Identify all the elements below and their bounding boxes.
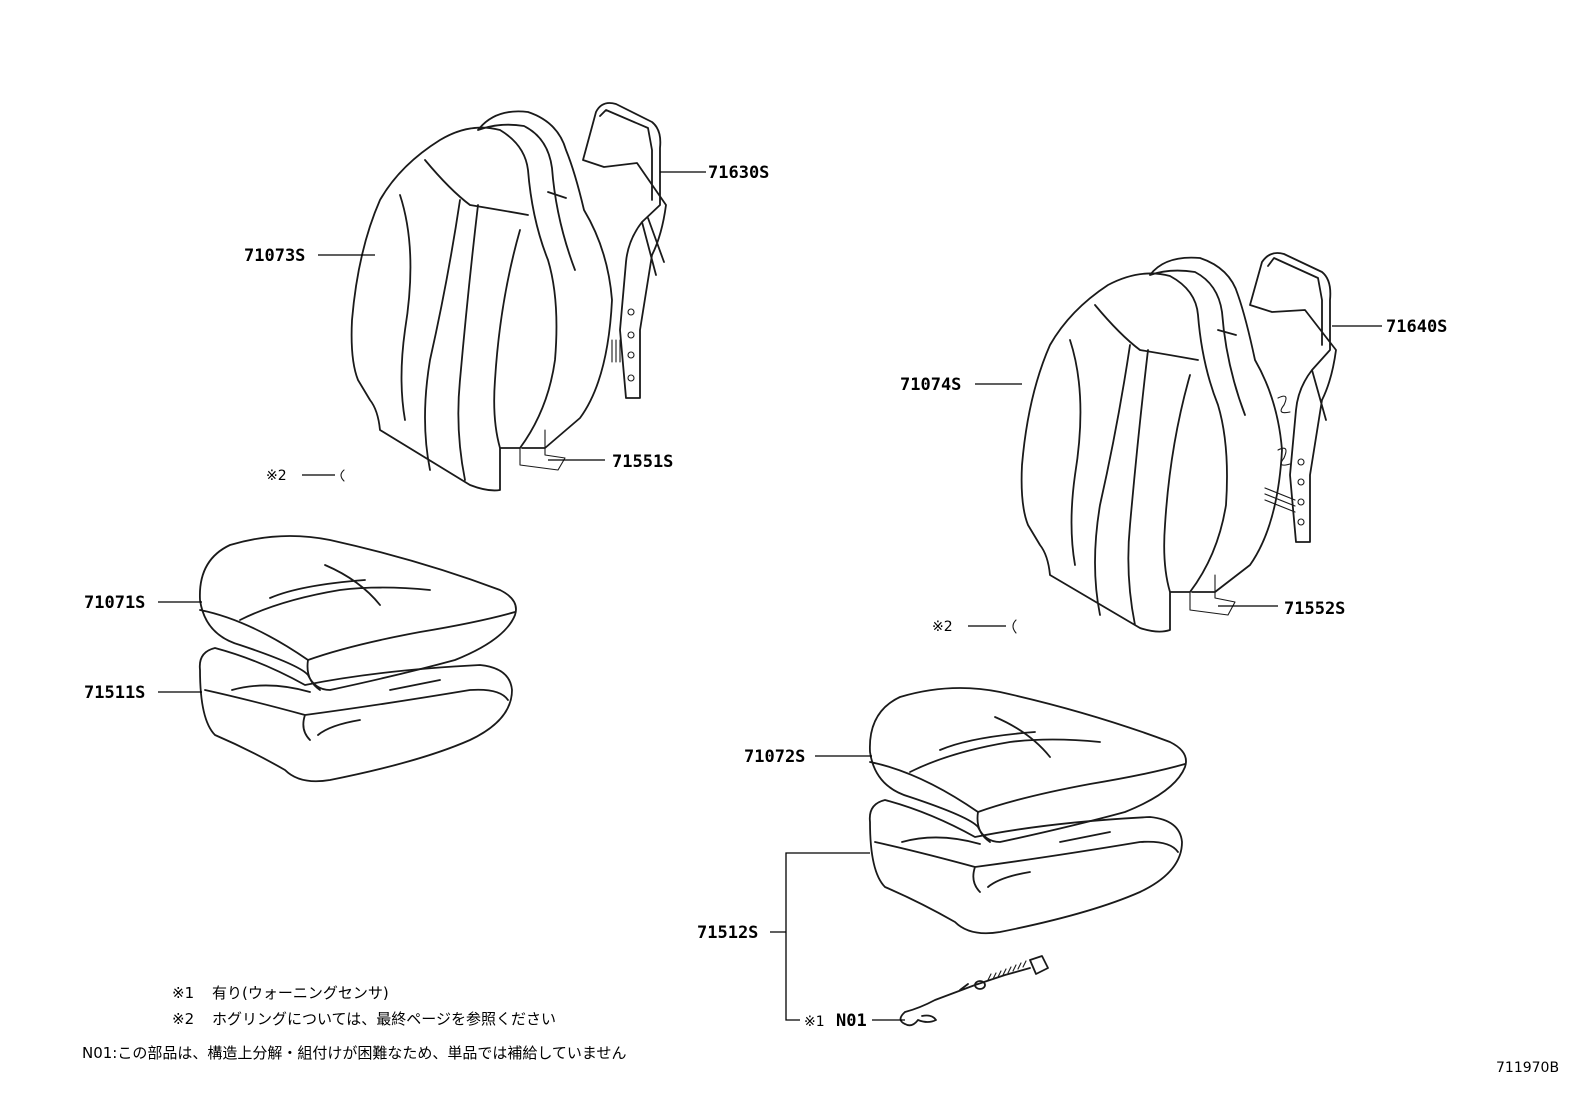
label-71071S: 71071S	[84, 593, 145, 613]
note2-text: ホグリングについては、最終ページを参照ください	[212, 1010, 556, 1028]
ref2-marker-left: ※2	[266, 468, 287, 484]
ref2-marker-right: ※2	[932, 619, 953, 635]
right-seatback-cover	[1020, 272, 1228, 633]
note3-text: N01:この部品は、構造上分解・組付けが困難なため、単品では補給していません	[82, 1044, 626, 1062]
label-71551S: 71551S	[612, 452, 673, 472]
right-frame-holes	[1264, 395, 1305, 526]
left-seatback-pad	[477, 110, 613, 449]
diagram-code: 711970B	[1496, 1060, 1559, 1076]
right-seatback-assembly	[1020, 252, 1337, 633]
right-cushion-cover	[869, 687, 1187, 843]
left-hinge-bracket	[519, 429, 566, 471]
label-71074S: 71074S	[900, 375, 961, 395]
label-71511S: 71511S	[84, 683, 145, 703]
n01-harness	[899, 955, 1049, 1027]
ref1-marker: ※1	[804, 1014, 825, 1030]
note1-mark: ※1	[172, 984, 194, 1002]
right-cushion-assembly	[868, 687, 1187, 1027]
left-cushion-cover	[199, 535, 517, 691]
n01-harness-coil	[987, 960, 1027, 981]
label-71512S: 71512S	[697, 923, 758, 943]
hog-ring-right-icon	[1012, 619, 1017, 634]
left-cushion-assembly	[198, 535, 517, 783]
right-seatback-frame	[1249, 252, 1337, 543]
left-frame-holes	[611, 308, 635, 382]
label-71630S: 71630S	[708, 163, 769, 183]
label-N01: N01	[836, 1011, 867, 1031]
left-cushion-pad	[198, 647, 513, 783]
left-seatback-frame	[582, 102, 667, 399]
left-seatback-assembly	[350, 102, 667, 492]
label-71073S: 71073S	[244, 246, 305, 266]
right-seatback-pad	[1149, 256, 1283, 593]
leader-lines	[158, 171, 1382, 1021]
part-labels: 71630S 71073S 71551S 71640S 71074S 71552…	[84, 163, 1447, 1031]
leader-71512S	[770, 852, 870, 1021]
notes: ※1 有り(ウォーニングセンサ) ※2 ホグリングについては、最終ページを参照く…	[82, 984, 626, 1062]
right-cushion-pad	[868, 799, 1183, 935]
left-seatback-cover	[350, 126, 558, 492]
note2-mark: ※2	[172, 1010, 194, 1028]
right-hinge-bracket	[1189, 574, 1236, 616]
label-71552S: 71552S	[1284, 599, 1345, 619]
note1-text: 有り(ウォーニングセンサ)	[212, 984, 389, 1002]
hog-ring-left-icon	[340, 469, 345, 482]
label-71640S: 71640S	[1386, 317, 1447, 337]
label-71072S: 71072S	[744, 747, 805, 767]
